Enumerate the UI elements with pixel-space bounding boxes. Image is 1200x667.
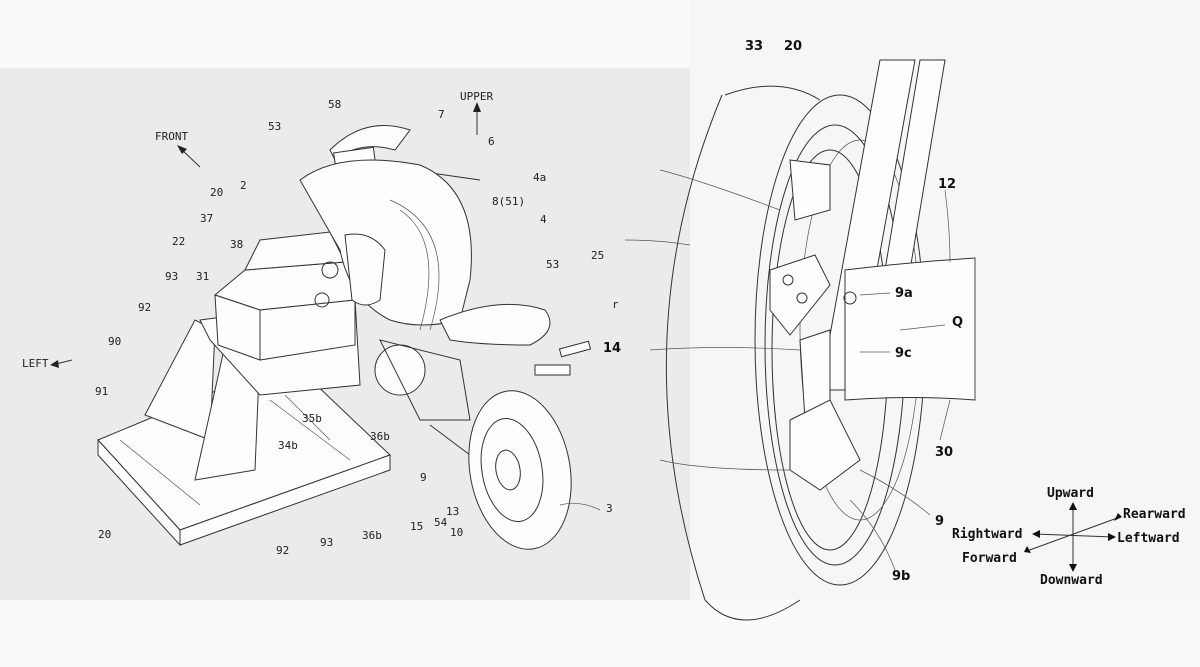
reference-label: 54 xyxy=(434,516,448,529)
reference-label: 14 xyxy=(603,341,621,356)
reference-label: 35b xyxy=(302,412,322,425)
reference-label: 31 xyxy=(196,270,209,283)
reference-label: 6 xyxy=(488,135,495,148)
reference-label: 15 xyxy=(410,520,423,533)
direction-arrows-left xyxy=(50,102,481,368)
reference-label: 93 xyxy=(165,270,178,283)
reference-label: 37 xyxy=(200,212,213,225)
reference-label: 13 xyxy=(446,505,459,518)
reference-label: 9b xyxy=(892,569,910,584)
reference-label: 9 xyxy=(420,471,427,484)
reference-label: 92 xyxy=(138,301,151,314)
reference-label: 20 xyxy=(784,39,802,54)
axis-label-rightward: Rightward xyxy=(952,527,1022,542)
reference-label: 53 xyxy=(546,258,559,271)
reference-label: 7 xyxy=(438,108,445,121)
reference-label: 9a xyxy=(895,286,913,301)
axis-label-rearward: Rearward xyxy=(1123,507,1186,522)
reference-label: 36b xyxy=(362,529,382,542)
reference-label: 2 xyxy=(240,179,247,192)
reference-label: 90 xyxy=(108,335,121,348)
direction-label: UPPER xyxy=(460,90,493,103)
reference-label: 4 xyxy=(540,213,547,226)
reference-label: 91 xyxy=(95,385,108,398)
axis-label-downward: Downward xyxy=(1040,573,1103,588)
leader-lines xyxy=(559,169,951,571)
bracket-9 xyxy=(769,159,861,491)
motorcycle xyxy=(299,125,592,550)
reference-label: Q xyxy=(952,315,963,330)
reference-label: 20 xyxy=(98,528,111,541)
reference-label: 58 xyxy=(328,98,341,111)
reference-label: 3 xyxy=(606,502,613,515)
reference-label: 36b xyxy=(370,430,390,443)
reference-label: 12 xyxy=(938,177,956,192)
direction-label: LEFT xyxy=(22,357,49,370)
reference-label: 30 xyxy=(935,445,953,460)
axis-label-forward: Forward xyxy=(962,551,1017,566)
reference-label: 8(51) xyxy=(492,195,525,208)
front-wheel-tire xyxy=(665,85,926,621)
reference-label: 92 xyxy=(276,544,289,557)
reference-label: 34b xyxy=(278,439,298,452)
reference-label: 25 xyxy=(591,249,604,262)
direction-label: FRONT xyxy=(155,130,188,143)
reference-label: 10 xyxy=(450,526,463,539)
axis-label-leftward: Leftward xyxy=(1117,531,1180,546)
reference-label: 53 xyxy=(268,120,281,133)
reference-label: 9c xyxy=(895,346,912,361)
reference-label: 9 xyxy=(935,514,944,529)
reference-label: 38 xyxy=(230,238,243,251)
axis-label-upward: Upward xyxy=(1047,486,1094,501)
reference-label: 33 xyxy=(745,39,763,54)
reference-label: 22 xyxy=(172,235,185,248)
orientation-axes xyxy=(1024,502,1122,572)
reference-label: r xyxy=(612,298,619,311)
reference-label: 20 xyxy=(210,186,223,199)
reference-label: 93 xyxy=(320,536,333,549)
reference-label: 4a xyxy=(533,171,546,184)
